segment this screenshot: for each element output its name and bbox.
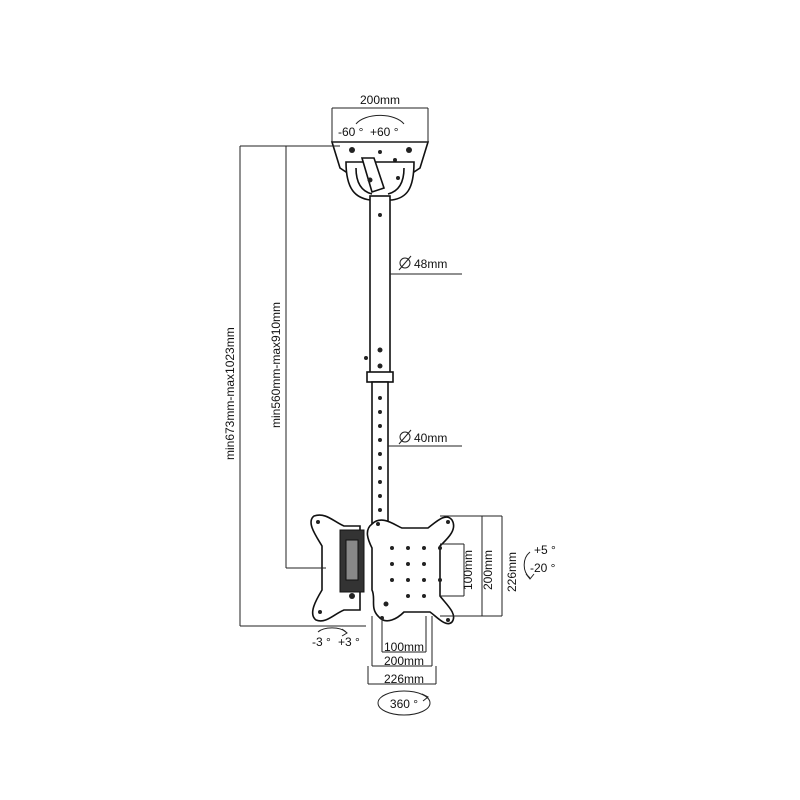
- vesa-vertical-226-label: 226mm: [505, 552, 519, 592]
- lower-tube-diameter-label: 40mm: [414, 431, 447, 445]
- vesa-vertical-100-label: 100mm: [461, 550, 475, 590]
- vesa-horizontal-226-label: 226mm: [384, 672, 424, 686]
- ceiling-tilt-left-label: -60 °: [338, 125, 364, 139]
- lower-tube-diameter: 40mm: [388, 429, 462, 447]
- vesa-horizontal-200-label: 200mm: [384, 654, 424, 668]
- tube-height-label: min560mm-max910mm: [269, 302, 283, 428]
- swivel-left-label: -3 °: [312, 635, 331, 649]
- vesa-vertical-dimensions: 100mm 200mm 226mm: [440, 515, 519, 617]
- ceiling-width-dimension: 200mm -60 ° +60 °: [331, 93, 429, 142]
- total-height-dimension: min673mm-max1023mm: [223, 145, 366, 627]
- tilt-up-label: +5 °: [534, 543, 556, 557]
- lower-tube: [371, 381, 389, 533]
- total-height-label: min673mm-max1023mm: [223, 327, 237, 460]
- upper-tube-diameter-label: 48mm: [414, 257, 447, 271]
- ceiling-width-label: 200mm: [360, 93, 400, 107]
- swivel-indicator: -3 ° +3 °: [312, 627, 360, 649]
- vesa-horizontal-100-label: 100mm: [384, 640, 424, 654]
- vesa-horizontal-dimensions: 100mm 200mm 226mm: [367, 616, 437, 686]
- hinge-bracket: [345, 157, 415, 201]
- ceiling-tilt-right-label: +60 °: [370, 125, 399, 139]
- rotation-indicator: 360 °: [377, 690, 431, 716]
- upper-tube-diameter: 48mm: [390, 255, 462, 275]
- swivel-right-label: +3 °: [338, 635, 360, 649]
- tilt-indicator: +5 ° -20 °: [523, 543, 556, 580]
- vesa-plate: [366, 516, 455, 625]
- tube-height-dimension: min560mm-max910mm: [269, 146, 326, 569]
- tilt-down-label: -20 °: [530, 561, 556, 575]
- vesa-vertical-200-label: 200mm: [481, 550, 495, 590]
- rotation-label: 360 °: [390, 697, 418, 711]
- tilt-back-plate: [310, 514, 365, 622]
- upper-tube: [364, 195, 394, 383]
